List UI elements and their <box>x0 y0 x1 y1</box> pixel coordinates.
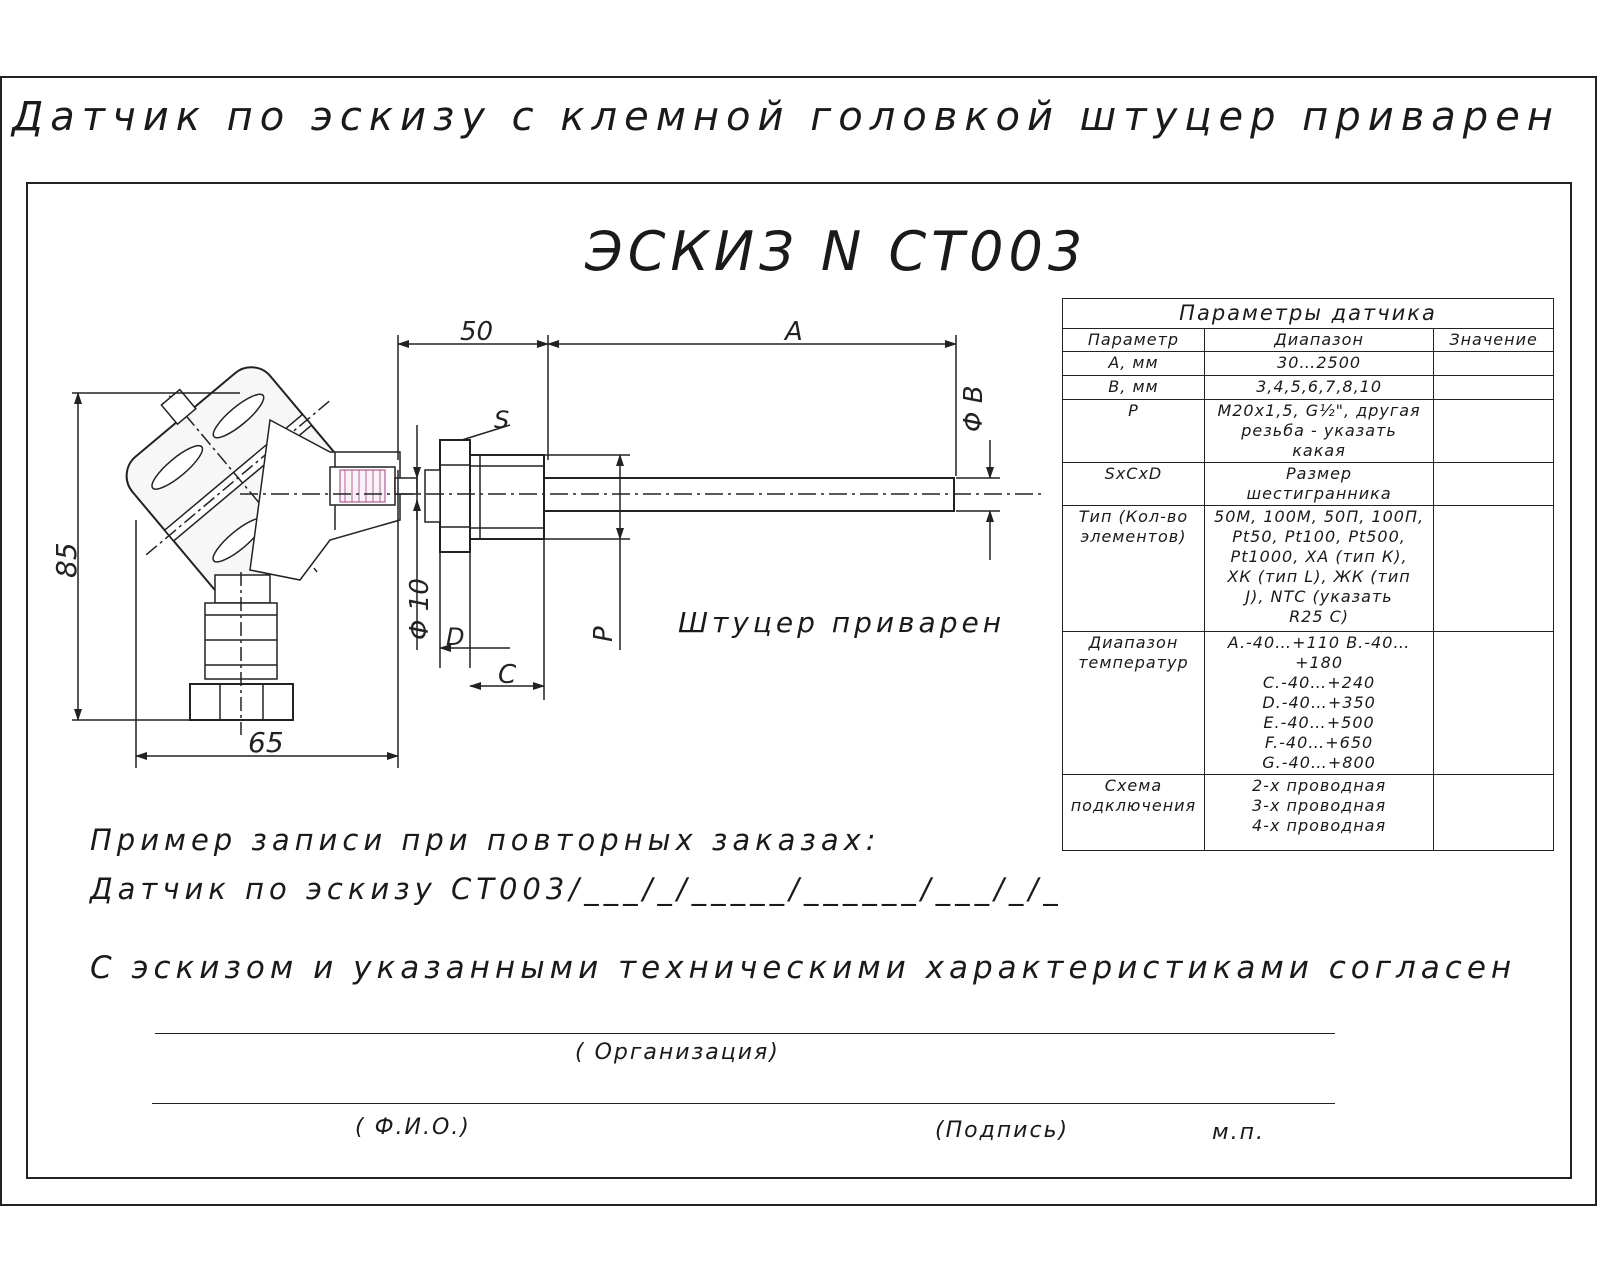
name-line <box>152 1103 1335 1104</box>
signature-label: (Подпись) <box>935 1118 1070 1143</box>
fitting-note: Штуцер приварен <box>678 606 1006 639</box>
param-name-line: Диапазон <box>1088 633 1179 652</box>
param-range-line: A.-40…+110 B.-40…+180 <box>1227 633 1411 672</box>
param-name-cell: В, мм <box>1062 375 1205 400</box>
param-range-line: M20x1,5, G½", другая <box>1217 401 1421 420</box>
dim-phi10: Φ 10 <box>405 578 435 640</box>
param-name-line: P <box>1128 401 1139 420</box>
param-name-line: элементов) <box>1080 527 1187 546</box>
order-example-template: Датчик по эскизу CT003/___/_/_____/_____… <box>90 872 1063 906</box>
dim-65: 65 <box>248 726 284 759</box>
dim-c: C <box>498 660 517 690</box>
param-value-cell[interactable] <box>1433 462 1554 506</box>
dim-b: Φ B <box>959 385 989 432</box>
param-name-line: А, мм <box>1108 353 1159 372</box>
param-name-cell: P <box>1062 399 1205 463</box>
param-value-cell[interactable] <box>1433 631 1554 775</box>
param-range-line: 30…2500 <box>1277 353 1362 372</box>
sketch-title: ЭСКИЗ N CT003 <box>585 220 1088 283</box>
inner-frame <box>26 182 1572 1179</box>
param-name-line: В, мм <box>1108 377 1159 396</box>
param-value-cell[interactable] <box>1433 351 1554 376</box>
param-value-cell[interactable] <box>1433 505 1554 632</box>
order-example-heading: Пример записи при повторных заказах: <box>90 823 881 857</box>
organization-line <box>155 1033 1335 1034</box>
param-range-line: 3,4,5,6,7,8,10 <box>1256 377 1383 396</box>
param-range-line: J), NTC (указать <box>1245 587 1393 606</box>
params-row: В, мм 3,4,5,6,7,8,10 <box>1062 375 1554 400</box>
param-range-line: 3-х проводная <box>1252 796 1387 815</box>
param-range-line: Размер <box>1286 464 1353 483</box>
params-table-caption: Параметры датчика <box>1062 298 1554 329</box>
param-name-line: температур <box>1078 653 1189 672</box>
dim-50: 50 <box>460 317 493 347</box>
dim-d: D <box>446 623 464 651</box>
param-value-cell[interactable] <box>1433 774 1554 851</box>
param-range-cell: 30…2500 <box>1203 351 1435 376</box>
param-name-cell: А, мм <box>1062 351 1205 376</box>
param-range-line: G.-40…+800 <box>1262 753 1376 772</box>
param-range-line: Pt1000, ХА (тип К), <box>1230 547 1408 566</box>
dim-85: 85 <box>50 542 83 578</box>
sheet-title: Датчик по эскизу с клемной головкой штуц… <box>12 94 1560 140</box>
organization-label: ( Организация) <box>575 1040 780 1065</box>
param-range-line: R25 C) <box>1289 607 1350 626</box>
param-name-line: Тип (Кол-во <box>1078 507 1189 526</box>
param-range-line: 50М, 100М, 50П, 100П, <box>1214 507 1425 526</box>
param-range-line: шестигранника <box>1246 484 1392 503</box>
agreement-text: С эскизом и указанными техническими хара… <box>90 950 1517 986</box>
param-range-cell: 50М, 100М, 50П, 100П,Pt50, Pt100, Pt500,… <box>1203 505 1435 632</box>
params-table: Параметры датчика Параметр Диапазон Знач… <box>1062 298 1554 851</box>
param-range-cell: 3,4,5,6,7,8,10 <box>1203 375 1435 400</box>
param-range-line: E.-40…+500 <box>1263 713 1375 732</box>
param-name-cell: SxCxD <box>1062 462 1205 506</box>
header-param: Параметр <box>1062 328 1205 352</box>
param-value-cell[interactable] <box>1433 375 1554 400</box>
outer-frame <box>0 76 1597 1206</box>
name-label: ( Ф.И.О.) <box>355 1115 471 1140</box>
param-range-line: ХК (тип L), ЖК (тип <box>1227 567 1411 586</box>
param-value-cell[interactable] <box>1433 399 1554 463</box>
header-range: Диапазон <box>1203 328 1435 352</box>
dim-p: P <box>589 626 619 642</box>
param-range-line: 4-х проводная <box>1252 816 1387 835</box>
param-range-line: D.-40…+350 <box>1262 693 1376 712</box>
param-range-line: Pt50, Pt100, Pt500, <box>1232 527 1406 546</box>
dim-s: S <box>494 406 509 434</box>
header-value: Значение <box>1433 328 1554 352</box>
stamp-label: м.п. <box>1212 1120 1265 1145</box>
param-range-line: 2-х проводная <box>1252 776 1387 795</box>
param-name-line: Схема <box>1104 776 1163 795</box>
dim-a: A <box>783 317 803 347</box>
param-name-line: SxCxD <box>1104 464 1163 483</box>
params-row: А, мм 30…2500 <box>1062 351 1554 376</box>
param-range-line: резьба - указать <box>1241 421 1397 440</box>
param-range-line: C.-40…+240 <box>1262 673 1376 692</box>
param-range-line: F.-40…+650 <box>1264 733 1374 752</box>
param-range-line: какая <box>1292 441 1346 460</box>
param-name-line: подключения <box>1070 796 1197 815</box>
